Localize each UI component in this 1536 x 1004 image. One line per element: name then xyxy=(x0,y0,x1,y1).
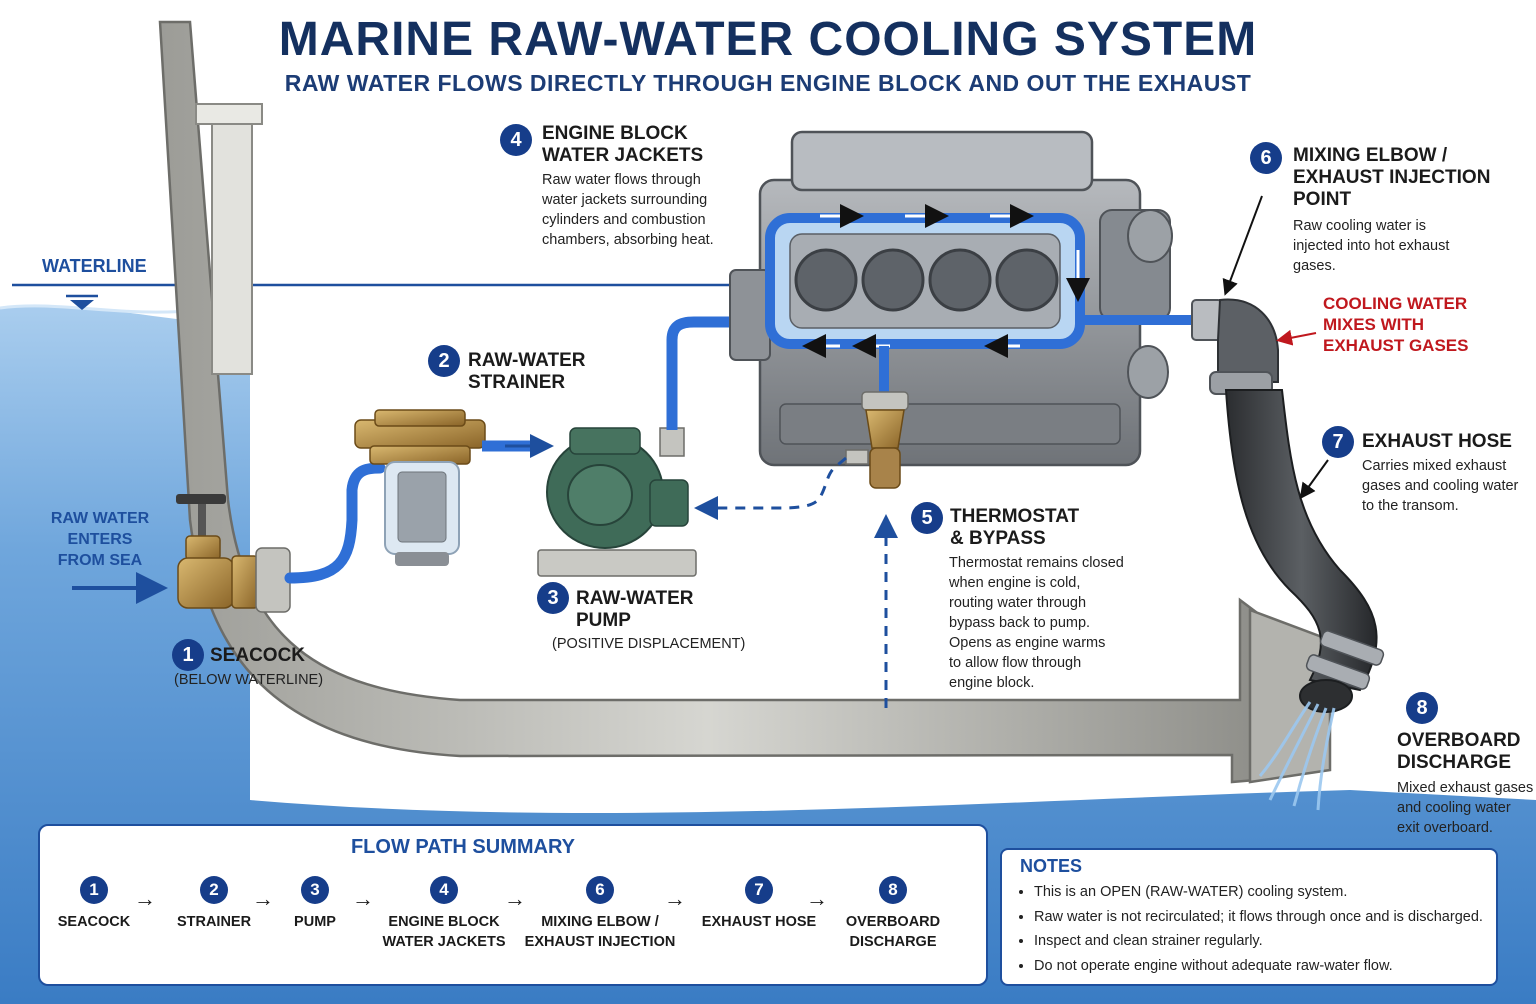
flow-step-label: OVERBOARD DISCHARGE xyxy=(845,914,941,950)
flow-step-badge: 3 xyxy=(301,876,329,904)
badge-thermostat: 5 xyxy=(911,502,943,534)
notes-list: This is an OPEN (RAW-WATER) cooling syst… xyxy=(1020,880,1483,978)
thermostat-title: THERMOSTAT & BYPASS xyxy=(950,506,1080,549)
flow-arrow: → xyxy=(252,886,274,911)
flow-step-label: PUMP xyxy=(294,914,336,930)
flow-step: 8 OVERBOARD DISCHARGE xyxy=(813,876,973,952)
flow-step-label: MIXING ELBOW / EXHAUST INJECTION xyxy=(524,914,676,950)
flow-step-badge: 2 xyxy=(200,876,228,904)
flow-step-badge: 4 xyxy=(430,876,458,904)
pipe-pump-to-engine xyxy=(666,316,740,430)
bypass-return-line xyxy=(694,456,847,520)
flow-step: 6 MIXING ELBOW / EXHAUST INJECTION xyxy=(520,876,680,952)
overboard-desc: Mixed exhaust gases and cooling water ex… xyxy=(1397,780,1534,836)
seacock-note: (BELOW WATERLINE) xyxy=(174,672,324,688)
flow-arrow: → xyxy=(504,886,526,911)
mixing-elbow-title: MIXING ELBOW / EXHAUST INJECTION POINT xyxy=(1293,145,1491,210)
overboard-title: OVERBOARD DISCHARGE xyxy=(1397,730,1521,773)
flow-step-badge: 1 xyxy=(80,876,108,904)
pointer-mixing-callout xyxy=(1276,329,1317,346)
strainer-title: RAW-WATER STRAINER xyxy=(468,350,586,393)
seacock-title: SEACOCK xyxy=(210,645,306,666)
badge-pump: 3 xyxy=(537,582,569,614)
pipe-seacock-to-strainer xyxy=(284,462,386,584)
thermostat-housing xyxy=(845,346,909,489)
mixing-callout: COOLING WATER MIXES WITH EXHAUST GASES xyxy=(1323,294,1469,355)
page-title: MARINE RAW-WATER COOLING SYSTEM xyxy=(278,13,1258,66)
pump-title: RAW-WATER PUMP xyxy=(576,588,694,631)
notes-box: NOTES This is an OPEN (RAW-WATER) coolin… xyxy=(1000,848,1498,986)
strainer-body xyxy=(354,409,486,566)
badge-exhaust-hose: 7 xyxy=(1322,426,1354,458)
waterline-label: WATERLINE xyxy=(42,256,147,276)
badge-seacock: 1 xyxy=(172,639,204,671)
flow-step: 3 PUMP xyxy=(235,876,395,932)
badge-overboard: 8 xyxy=(1406,692,1438,724)
flow-arrow: → xyxy=(352,886,374,911)
badge-mixing-elbow: 6 xyxy=(1250,142,1282,174)
mixing-elbow-desc: Raw cooling water is injected into hot e… xyxy=(1293,218,1450,274)
badge-strainer: 2 xyxy=(428,345,460,377)
flow-step: 4 ENGINE BLOCK WATER JACKETS xyxy=(364,876,524,952)
note-item: Do not operate engine without adequate r… xyxy=(1034,954,1483,979)
pointer-elbow xyxy=(1222,195,1263,296)
hose-clamps xyxy=(1305,630,1385,690)
note-item: Raw water is not recirculated; it flows … xyxy=(1034,905,1483,930)
flow-step-label: EXHAUST HOSE xyxy=(701,914,817,930)
engine-block-desc: Raw water flows through water jackets su… xyxy=(542,172,714,248)
pump-note: (POSITIVE DISPLACEMENT) xyxy=(552,636,746,652)
exhaust-hose-title: EXHAUST HOSE xyxy=(1362,431,1512,452)
note-item: Inspect and clean strainer regularly. xyxy=(1034,929,1483,954)
flow-summary-box: FLOW PATH SUMMARY 1 SEACOCK → 2 STRAINER… xyxy=(38,824,988,986)
sea-surface-edge xyxy=(0,304,201,314)
badge-engine-block: 4 xyxy=(500,124,532,156)
exhaust-hose-desc: Carries mixed exhaust gases and cooling … xyxy=(1362,458,1519,514)
page-subtitle: RAW WATER FLOWS DIRECTLY THROUGH ENGINE … xyxy=(284,70,1252,96)
waterline-symbol xyxy=(66,294,98,310)
bulkhead-post xyxy=(195,103,263,375)
flow-step-badge: 8 xyxy=(879,876,907,904)
pump-body xyxy=(537,427,697,577)
seacock-valve xyxy=(176,494,291,613)
transom-bracket xyxy=(1248,608,1332,784)
overboard-spray xyxy=(1258,701,1336,811)
flow-step-badge: 6 xyxy=(586,876,614,904)
mixing-elbow xyxy=(1191,298,1279,395)
notes-title: NOTES xyxy=(1020,856,1083,876)
flow-arrow: → xyxy=(134,886,156,911)
flow-step-label: SEACOCK xyxy=(57,914,131,930)
exhaust-hose xyxy=(1224,389,1378,692)
flow-step: 2 STRAINER xyxy=(134,876,294,932)
flow-summary-title: FLOW PATH SUMMARY xyxy=(350,836,576,858)
flow-step: 7 EXHAUST HOSE xyxy=(679,876,839,932)
thermostat-desc: Thermostat remains closed when engine is… xyxy=(949,555,1124,691)
flow-arrow: → xyxy=(664,886,686,911)
pointer-hose xyxy=(1299,459,1329,500)
flow-arrow: → xyxy=(806,886,828,911)
flow-step-label: STRAINER xyxy=(176,914,252,930)
engine-block-title: ENGINE BLOCK WATER JACKETS xyxy=(542,123,704,166)
flow-step: 1 SEACOCK xyxy=(14,876,174,932)
inlet-label: RAW WATER ENTERS FROM SEA xyxy=(50,510,150,569)
flow-step-badge: 7 xyxy=(745,876,773,904)
flow-step-label: ENGINE BLOCK WATER JACKETS xyxy=(382,914,506,950)
cylinder-bores xyxy=(789,233,1061,329)
note-item: This is an OPEN (RAW-WATER) cooling syst… xyxy=(1034,880,1483,905)
